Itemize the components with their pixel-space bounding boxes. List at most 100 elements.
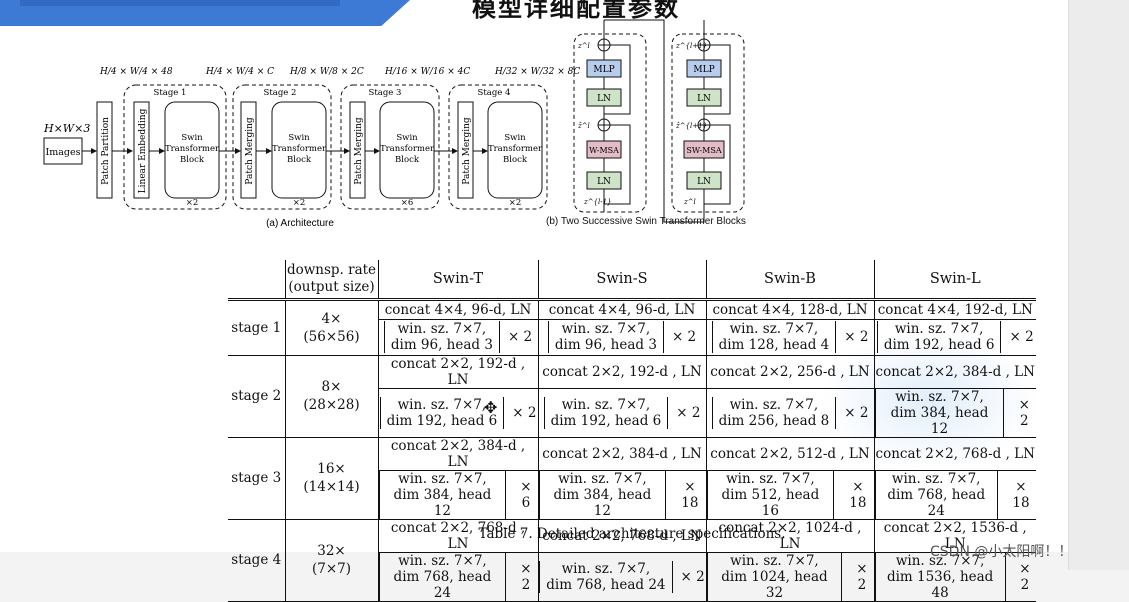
output-size: (28×28): [303, 397, 360, 413]
window-size: win. sz. 7×7,: [558, 470, 647, 487]
stage4-block-l3: Block: [503, 155, 528, 165]
left-z-out: z^l: [577, 42, 590, 50]
window-size: win. sz. 7×7,: [730, 552, 819, 569]
model-header-swin-t: Swin-T: [378, 260, 539, 298]
bracket-matrix: win. sz. 7×7,dim 512, head 16: [706, 470, 835, 519]
stage4-block-l1: Swin: [504, 133, 526, 143]
stage4-frame: [448, 84, 548, 210]
patch-merging-box-3: [349, 101, 366, 199]
concat-cell: concat 2×2, 768-d , LN: [378, 519, 539, 553]
csdn-watermark: CSDN @小太阳啊！！: [930, 544, 1073, 560]
repeat-count: × 18: [1012, 478, 1030, 511]
stage2-block: [271, 101, 327, 199]
rate-value: 16×: [317, 461, 346, 477]
rate-value: 32×: [317, 543, 346, 559]
left-block-frame: [573, 33, 647, 213]
stage-label: stage 3: [228, 437, 286, 520]
block-cell: win. sz. 7×7,dim 1024, head 32× 2: [706, 552, 875, 601]
header-banner: [0, 0, 410, 26]
table-caption: Table 7. Detailed architecture specifica…: [478, 526, 786, 542]
bracket-matrix: win. sz. 7×7,dim 768, head 24: [539, 560, 673, 593]
bracket-matrix: win. sz. 7×7,dim 1536, head 48: [874, 552, 1006, 601]
repeat-count: × 2: [676, 404, 701, 421]
dim-heads: dim 96, head 3: [390, 337, 493, 353]
block-cell: win. sz. 7×7,dim 768, head 24× 18: [874, 470, 1036, 519]
concat-cell: concat 2×2, 192-d , LN: [378, 355, 539, 389]
bracket-matrix: win. sz. 7×7,dim 96, head 3: [547, 321, 664, 353]
stage2-label: Stage 2: [264, 88, 297, 98]
concat-cell: concat 2×2, 384-d , LN: [538, 437, 707, 471]
linear-embedding-box: [133, 101, 150, 199]
stage4-repeat: ×2: [509, 198, 522, 208]
left-msa-label: W-MSA: [589, 146, 619, 155]
dim-heads: dim 512, head 16: [721, 486, 820, 519]
rate-value: 4×: [321, 310, 342, 327]
block-cell: win. sz. 7×7,dim 128, head 4× 2: [706, 319, 875, 355]
spec-table: downsp. rate (output size) Swin-T Swin-S…: [228, 260, 1036, 602]
architecture-caption: (a) Architecture: [266, 218, 334, 229]
stage4-dims: H/32 × W/32 × 8C: [494, 67, 580, 77]
bracket-matrix: win. sz. 7×7,dim 256, head 8: [711, 396, 837, 429]
left-mlp-label: MLP: [593, 65, 614, 75]
stage2-block-l1: Swin: [288, 133, 310, 143]
right-z-in: z^l: [683, 198, 696, 206]
repeat-count: × 2: [671, 329, 697, 345]
rate-header: downsp. rate (output size): [285, 260, 379, 298]
repeat-count: × 2: [520, 560, 532, 593]
stage4-block-l2: Transformer: [488, 144, 543, 154]
concat-cell: concat 4×4, 96-d, LN: [538, 300, 707, 320]
stage1-block: [164, 101, 220, 199]
window-size: win. sz. 7×7,: [726, 470, 815, 487]
stage1-frame: [123, 84, 227, 210]
window-size: win. sz. 7×7,: [729, 321, 819, 337]
bracket-matrix: win. sz. 7×7,dim 192, head 6: [543, 396, 669, 429]
patch-merging-box-4: [457, 101, 474, 199]
right-z-mid: ẑ^{l+1}: [675, 122, 707, 130]
spec-header-row: downsp. rate (output size) Swin-T Swin-S…: [228, 260, 1036, 298]
bracket-matrix: win. sz. 7×7,dim 192, head 6: [876, 321, 1002, 353]
dim-heads: dim 128, head 4: [718, 337, 830, 353]
block-cell: win. sz. 7×7,dim 96, head 3 × 2: [538, 319, 707, 355]
block-cell: win. sz. 7×7,dim 192, head 6 × 2: [538, 388, 707, 437]
dim-heads: dim 384, head 12: [393, 486, 492, 519]
rate-value: 8×: [321, 379, 342, 395]
stage2-repeat: ×2: [293, 198, 306, 208]
stage3-frame: [340, 84, 440, 210]
block-cell: win. sz. 7×7,dim 768, head 24× 2: [378, 552, 539, 601]
repeat-count: × 2: [507, 329, 533, 345]
concat-cell: concat 2×2, 256-d , LN: [706, 355, 875, 389]
rate-cell: 4×(56×56): [285, 300, 379, 356]
repeat-count: × 6: [520, 478, 532, 511]
stage2-block-l2: Transformer: [272, 144, 327, 154]
right-block-frame: [671, 33, 745, 213]
output-size: (14×14): [303, 479, 360, 495]
stage-label: stage 1: [228, 300, 286, 356]
linear-embedding-label: Linear Embedding: [138, 108, 148, 193]
dim-heads: dim 192, head 6: [883, 337, 995, 353]
block-cell: win. sz. 7×7,dim 384, head 12× 18: [538, 470, 707, 519]
architecture-diagram: H×W×3 Images Patch Partition H/4 × W/4 ×…: [43, 67, 580, 229]
window-size: win. sz. 7×7,: [398, 470, 487, 487]
window-size: win. sz. 7×7,: [561, 560, 651, 577]
mouse-cursor-icon: ✥: [484, 398, 498, 417]
scrollbar-area[interactable]: [1068, 0, 1129, 570]
stage1-repeat: ×2: [186, 198, 199, 208]
repeat-count: × 2: [1018, 396, 1030, 429]
block-cell: win. sz. 7×7,dim 192, head 6× 2: [378, 388, 539, 437]
stage4-block: [487, 101, 543, 199]
window-size: win. sz. 7×7,: [398, 552, 487, 569]
left-ln-bottom-label: LN: [597, 177, 611, 187]
dim-heads: dim 384, head 12: [553, 486, 652, 519]
concat-cell: concat 2×2, 512-d , LN: [706, 437, 875, 471]
bracket-matrix: win. sz. 7×7,dim 384, head 12: [378, 470, 507, 519]
concat-cell: concat 4×4, 96-d, LN: [378, 300, 539, 320]
right-msa-label: SW-MSA: [686, 146, 721, 155]
bracket-matrix: win. sz. 7×7,dim 128, head 4: [711, 321, 837, 353]
patch-merging-label-2: Patch Merging: [245, 117, 255, 185]
stage3-block-l1: Swin: [396, 133, 418, 143]
